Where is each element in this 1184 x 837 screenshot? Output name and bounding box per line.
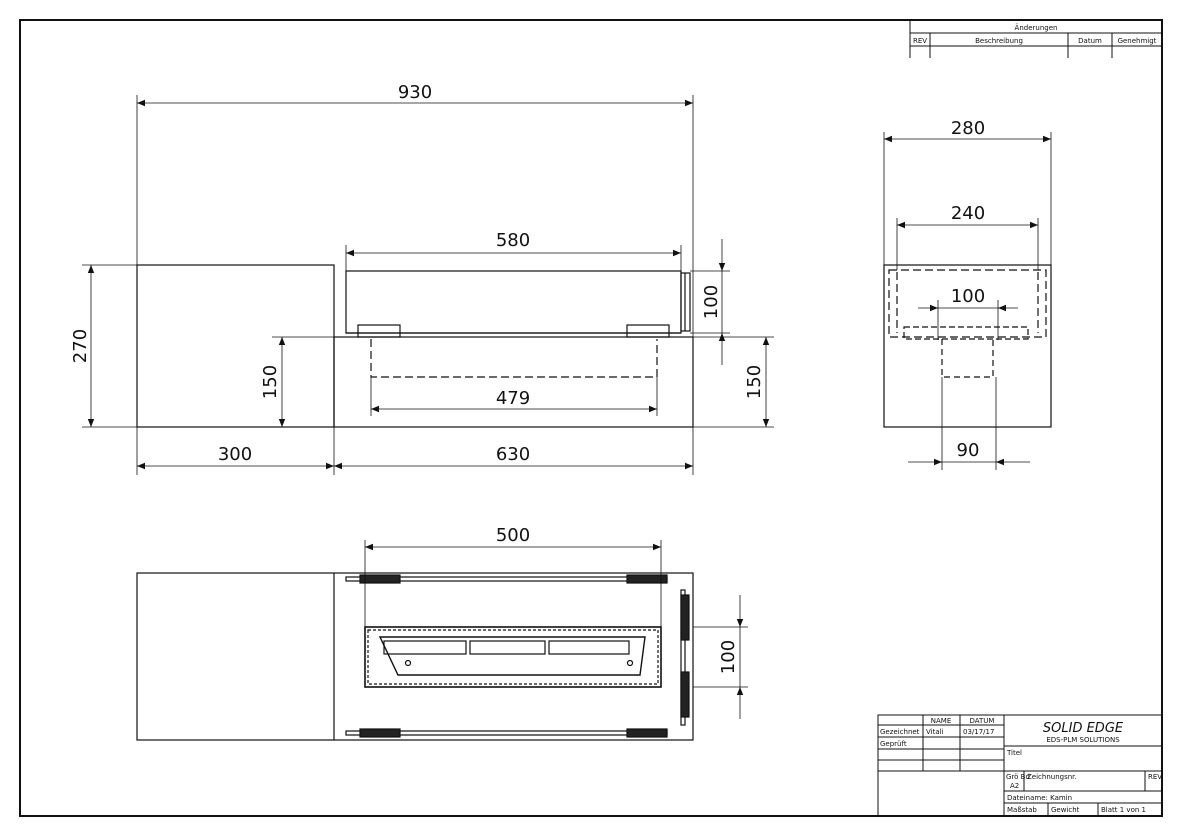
dim-right-section: 630: [496, 444, 530, 465]
dim-top-inner-length: 580: [496, 230, 530, 251]
revision-col-rev: REV: [913, 37, 927, 45]
dim-height: 270: [70, 329, 91, 363]
title-checked-label: Geprüft: [880, 740, 907, 748]
dim-left-section: 300: [218, 444, 252, 465]
side-dimension-lines: [883, 132, 1052, 470]
front-foot-right: [626, 324, 670, 338]
revision-col-approved: Genehmigt: [1118, 37, 1157, 45]
front-dimension-lines: [82, 95, 774, 475]
dim-side-width: 280: [951, 118, 985, 139]
sheet-border: [19, 19, 1163, 817]
dim-body-height-right: 150: [744, 365, 765, 399]
dim-top-view-width: 100: [718, 640, 739, 674]
size-label: Grö Bd: [1006, 773, 1030, 781]
filename-label: Dateiname: Kamin: [1007, 794, 1072, 802]
title-header-name: NAME: [931, 717, 952, 725]
dim-body-height-left: 150: [260, 365, 281, 399]
top-outline: [136, 572, 694, 741]
title-header-date: DATUM: [970, 717, 995, 725]
side-outline: [883, 264, 1052, 428]
top-burner-insert: [378, 636, 646, 676]
weight-label: Gewicht: [1051, 806, 1080, 814]
dim-trough-length: 479: [496, 388, 530, 409]
dim-top-view-length: 500: [496, 525, 530, 546]
dim-lid-height: 100: [701, 285, 722, 319]
dim-side-inner-width: 240: [951, 203, 985, 224]
side-view: [883, 264, 1052, 428]
top-view: [136, 572, 694, 741]
dim-overall-length: 930: [398, 82, 432, 103]
dim-side-base: 90: [957, 440, 980, 461]
drawing-number-label: Zeichnungsnr.: [1027, 773, 1077, 781]
solid-edge-logo-sub: EDS-PLM SOLUTIONS: [1046, 736, 1120, 744]
side-hidden-trough: [941, 339, 994, 378]
front-view: [136, 264, 694, 428]
dim-side-center: 100: [951, 286, 985, 307]
sheet-label: Blatt 1 von 1: [1101, 806, 1146, 814]
front-trough-hidden: [370, 339, 658, 378]
title-drawn-date: 03/17/17: [963, 728, 994, 736]
revision-col-description: Beschreibung: [975, 37, 1023, 45]
side-hidden-box: [888, 269, 1047, 338]
top-dimension-lines: [364, 540, 748, 719]
front-left-block: [136, 264, 335, 428]
title-drawn-label: Gezeichnet: [880, 728, 920, 736]
front-right-body: [333, 336, 694, 428]
scale-label: Maßstab: [1007, 806, 1037, 814]
title-block: [877, 714, 1163, 817]
front-foot-left: [357, 324, 401, 338]
revision-table-title: Änderungen: [1015, 23, 1058, 32]
revision-table: [909, 20, 1162, 58]
size-value: A2: [1010, 782, 1019, 790]
front-burner-box: [345, 270, 682, 334]
solid-edge-logo: SOLID EDGE: [1043, 721, 1124, 736]
title-drawn-name: Vitali: [926, 728, 944, 736]
rev-label: REV: [1148, 773, 1162, 781]
revision-col-date: Datum: [1078, 37, 1102, 45]
top-burner-tray: [364, 626, 662, 688]
title-label: Titel: [1006, 749, 1022, 757]
